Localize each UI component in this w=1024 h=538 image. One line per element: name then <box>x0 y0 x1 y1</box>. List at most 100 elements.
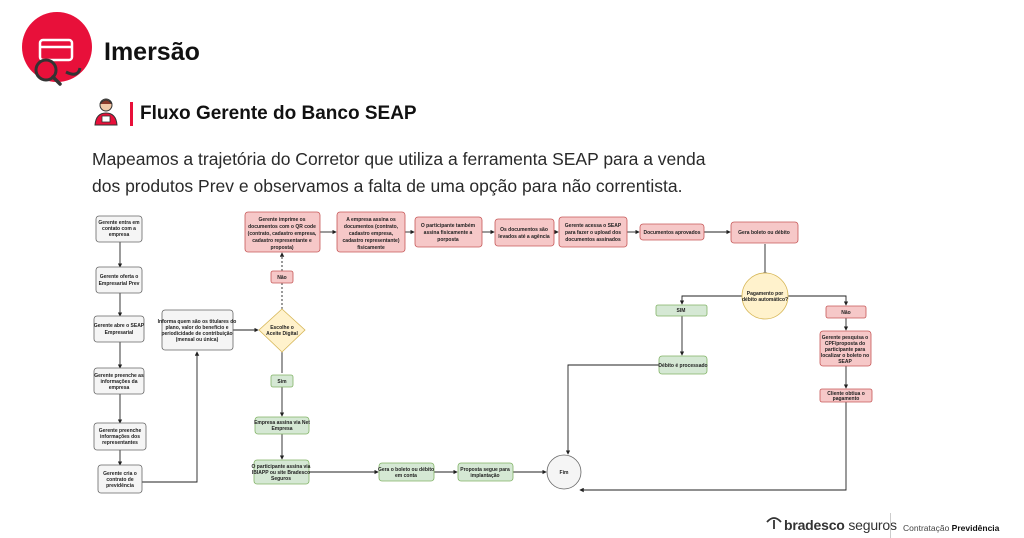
node-g3-line-2: Empresarial <box>105 330 134 336</box>
node-r8-line-2: CPF/proposta do <box>825 341 865 347</box>
node-gr3-line-2: em conta <box>395 473 417 479</box>
node-r1-line-4: cadastro representante e <box>252 238 312 244</box>
node-r8-line-3: participante para <box>825 347 866 353</box>
node-r2-line-1: A empresa assina os <box>346 217 396 223</box>
svg-text:Não: Não <box>277 275 286 281</box>
node-r8-line-5: SEAP <box>838 359 852 365</box>
node-nao2: Não <box>825 305 867 319</box>
footer-context: Contratação Previdência <box>903 523 999 533</box>
svg-text:Não: Não <box>841 310 850 316</box>
node-r2-line-4: cadastro representante) <box>343 238 400 244</box>
svg-text:SIM: SIM <box>677 308 686 314</box>
brand-bold: bradesco <box>784 517 845 533</box>
node-d1-line-1: Escolhe o <box>270 325 294 331</box>
node-g4-line-1: Gerente preenche as <box>94 373 144 379</box>
node-r5-line-3: documentos assinados <box>565 237 621 243</box>
node-g5-line-1: Gerente preenche <box>99 428 142 434</box>
footer-divider <box>890 513 891 538</box>
svg-text:Documentos aprovados: Documentos aprovados <box>644 230 701 236</box>
node-fim-line-1: Fim <box>560 470 569 476</box>
node-r6: Documentos aprovados <box>639 223 705 241</box>
svg-text:Fim: Fim <box>560 470 569 476</box>
node-g5-line-3: representantes <box>102 440 138 446</box>
brand-light: seguros <box>844 517 897 533</box>
description-line-1: Mapeamos a trajetória do Corretor que ut… <box>92 149 706 169</box>
bradesco-tree-icon <box>766 517 782 529</box>
node-r1-line-1: Gerente imprime os <box>259 217 306 223</box>
node-r2-line-5: fisicamente <box>357 245 385 251</box>
node-r7-line-1: Gera boleto ou débito <box>738 230 790 236</box>
node-g2-line-2: Empresarial Prev <box>99 281 140 287</box>
node-r9-line-1: Cliente obtiua o <box>827 391 865 397</box>
node-g5-line-2: informações dos <box>100 434 140 440</box>
node-r3-line-2: assina fisicamente a <box>424 230 473 236</box>
node-gr1-line-1: Empresa assina via Net <box>254 420 310 426</box>
node-r4-line-2: levados até a agência <box>498 234 550 240</box>
footer-context-prefix: Contratação <box>903 523 952 533</box>
node-sim2-line-1: SIM <box>677 308 686 314</box>
magnifier-card-icon <box>34 38 82 86</box>
node-gr2-line-2: IBIAPP ou site Bradesco <box>252 470 310 476</box>
node-g1-line-2: contato com a <box>102 226 136 232</box>
node-r5-line-2: para fazer o upload dos <box>565 230 621 236</box>
node-gr2-line-3: Seguros <box>271 476 291 482</box>
node-fim: Fim <box>546 454 582 490</box>
node-gr5: Débito é processado <box>658 355 708 375</box>
node-g7-line-4: (mensal ou única) <box>176 337 219 343</box>
node-d2-line-1: Pagamento por <box>747 291 783 297</box>
node-sim1-line-1: Sim <box>277 379 287 385</box>
page-title: Imersão <box>104 38 200 66</box>
node-r7: Gera boleto ou débito <box>730 221 799 244</box>
node-g4-line-3: empresa <box>109 385 130 391</box>
node-gr3-line-1: Gera o boleto ou débito <box>378 467 434 473</box>
node-g7-line-1: Informa quem são os titulares do <box>158 319 237 325</box>
node-r3-line-3: porposta <box>437 237 459 243</box>
node-nao1: Não <box>270 270 294 284</box>
node-r1-line-5: proposta) <box>270 245 293 251</box>
node-sim1: Sim <box>270 374 294 388</box>
node-gr2-line-1: O participante assina via <box>252 464 311 470</box>
node-r1-line-2: documentos com o QR code <box>248 224 316 230</box>
node-gr1-line-2: Empresa <box>271 426 292 432</box>
node-g3-line-1: Gerente abre o SEAP <box>94 323 145 329</box>
node-gr4-line-2: implantação <box>470 473 499 479</box>
node-g6-line-3: previdência <box>106 483 134 489</box>
node-gr4-line-1: Proposta segue para <box>460 467 510 473</box>
description-line-2: dos produtos Prev e observamos a falta d… <box>92 176 683 196</box>
brand-name: bradesco seguros <box>768 517 897 533</box>
node-g4-line-2: informações da <box>101 379 138 385</box>
node-r8-line-1: Gerente pesquisa o <box>822 335 868 341</box>
